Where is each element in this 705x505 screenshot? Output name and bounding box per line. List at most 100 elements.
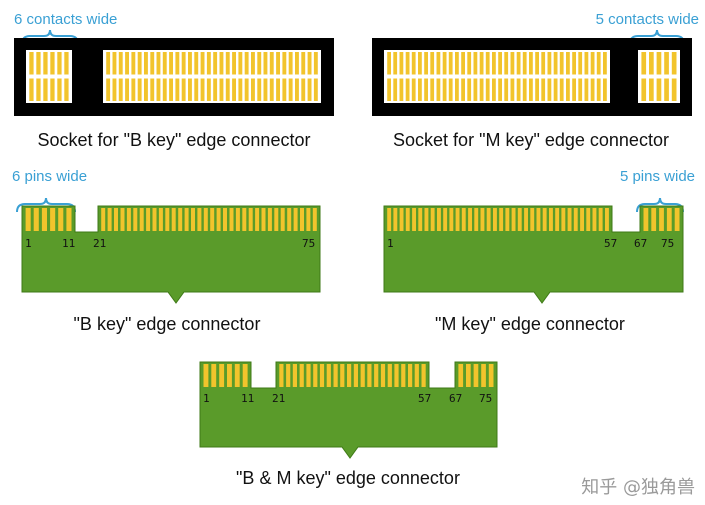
pin	[455, 208, 460, 231]
pin	[223, 208, 227, 231]
pin	[360, 364, 365, 387]
contact	[219, 52, 224, 75]
pin	[229, 208, 234, 231]
contact	[244, 52, 249, 75]
contact	[649, 52, 654, 75]
contact	[307, 78, 312, 101]
contact	[553, 52, 558, 75]
contact	[206, 78, 211, 101]
contact	[424, 78, 428, 101]
contact	[301, 78, 306, 101]
contact	[473, 52, 478, 75]
contact	[137, 52, 142, 75]
contact	[232, 52, 236, 75]
pin-label-67: 67	[449, 392, 462, 405]
pin-label-67: 67	[634, 237, 647, 250]
contact	[194, 78, 199, 101]
pin	[443, 208, 448, 231]
contact	[150, 52, 155, 75]
contact	[448, 78, 453, 101]
contact	[257, 78, 262, 101]
pin	[380, 364, 386, 387]
contact	[295, 78, 299, 101]
pin-label-1: 1	[387, 237, 394, 250]
contact	[282, 78, 287, 101]
contact	[301, 52, 306, 75]
pin	[651, 208, 657, 231]
pin	[430, 208, 435, 231]
pin	[405, 208, 410, 231]
contact	[578, 78, 583, 101]
contact	[162, 78, 167, 101]
pin-label-1: 1	[203, 392, 210, 405]
contact	[418, 52, 422, 75]
connector-b-brace	[16, 197, 76, 213]
contact	[436, 52, 441, 75]
pin-label-11: 11	[62, 237, 75, 250]
contact	[263, 52, 268, 75]
contact	[244, 78, 249, 101]
pin	[211, 364, 217, 387]
contact	[671, 52, 677, 75]
contact	[559, 78, 564, 101]
contact	[572, 52, 576, 75]
pin	[133, 208, 138, 231]
pin	[120, 208, 125, 231]
pin	[418, 208, 423, 231]
contact	[156, 78, 161, 101]
pin	[139, 208, 144, 231]
contact	[269, 52, 274, 75]
contact	[118, 52, 123, 75]
contact	[200, 78, 205, 101]
contact	[498, 78, 502, 101]
pin	[165, 208, 170, 231]
pin	[399, 208, 404, 231]
contact	[590, 52, 595, 75]
contact	[169, 52, 173, 75]
pin-label-75: 75	[479, 392, 492, 405]
contact	[656, 78, 662, 101]
watermark: 知乎 @独角兽	[581, 477, 695, 498]
pin	[210, 208, 215, 231]
contact	[641, 52, 647, 75]
contact	[656, 52, 662, 75]
pin	[374, 364, 379, 387]
contact	[36, 52, 41, 75]
socket-m: 5 contacts wide Socket for "M key" edge …	[372, 11, 699, 150]
pin	[235, 208, 240, 231]
pin	[505, 208, 510, 231]
pin	[481, 364, 486, 387]
contact	[424, 52, 428, 75]
pin	[666, 208, 672, 231]
pin	[473, 364, 479, 387]
connector-m: 5 pins wide 1 57 67 75 "M key" edge conn…	[383, 168, 695, 334]
contact	[387, 52, 391, 75]
contact	[430, 78, 435, 101]
contact	[238, 52, 243, 75]
contact	[584, 78, 589, 101]
contact	[257, 52, 262, 75]
contact	[516, 78, 521, 101]
connector-b-pins	[25, 208, 317, 231]
contact	[106, 78, 111, 101]
pin	[158, 208, 163, 231]
pin	[292, 364, 297, 387]
pin-label-75: 75	[302, 237, 315, 250]
pin	[197, 208, 202, 231]
contact	[125, 52, 129, 75]
contact	[541, 52, 546, 75]
contact	[479, 52, 484, 75]
contact	[547, 52, 552, 75]
contact	[295, 52, 299, 75]
contact	[442, 52, 447, 75]
pin	[474, 208, 479, 231]
pin	[299, 364, 304, 387]
contact	[64, 52, 69, 75]
contact	[162, 52, 167, 75]
contact	[405, 78, 410, 101]
pin	[408, 364, 413, 387]
contact	[664, 78, 669, 101]
contact	[213, 52, 218, 75]
contact	[118, 78, 123, 101]
